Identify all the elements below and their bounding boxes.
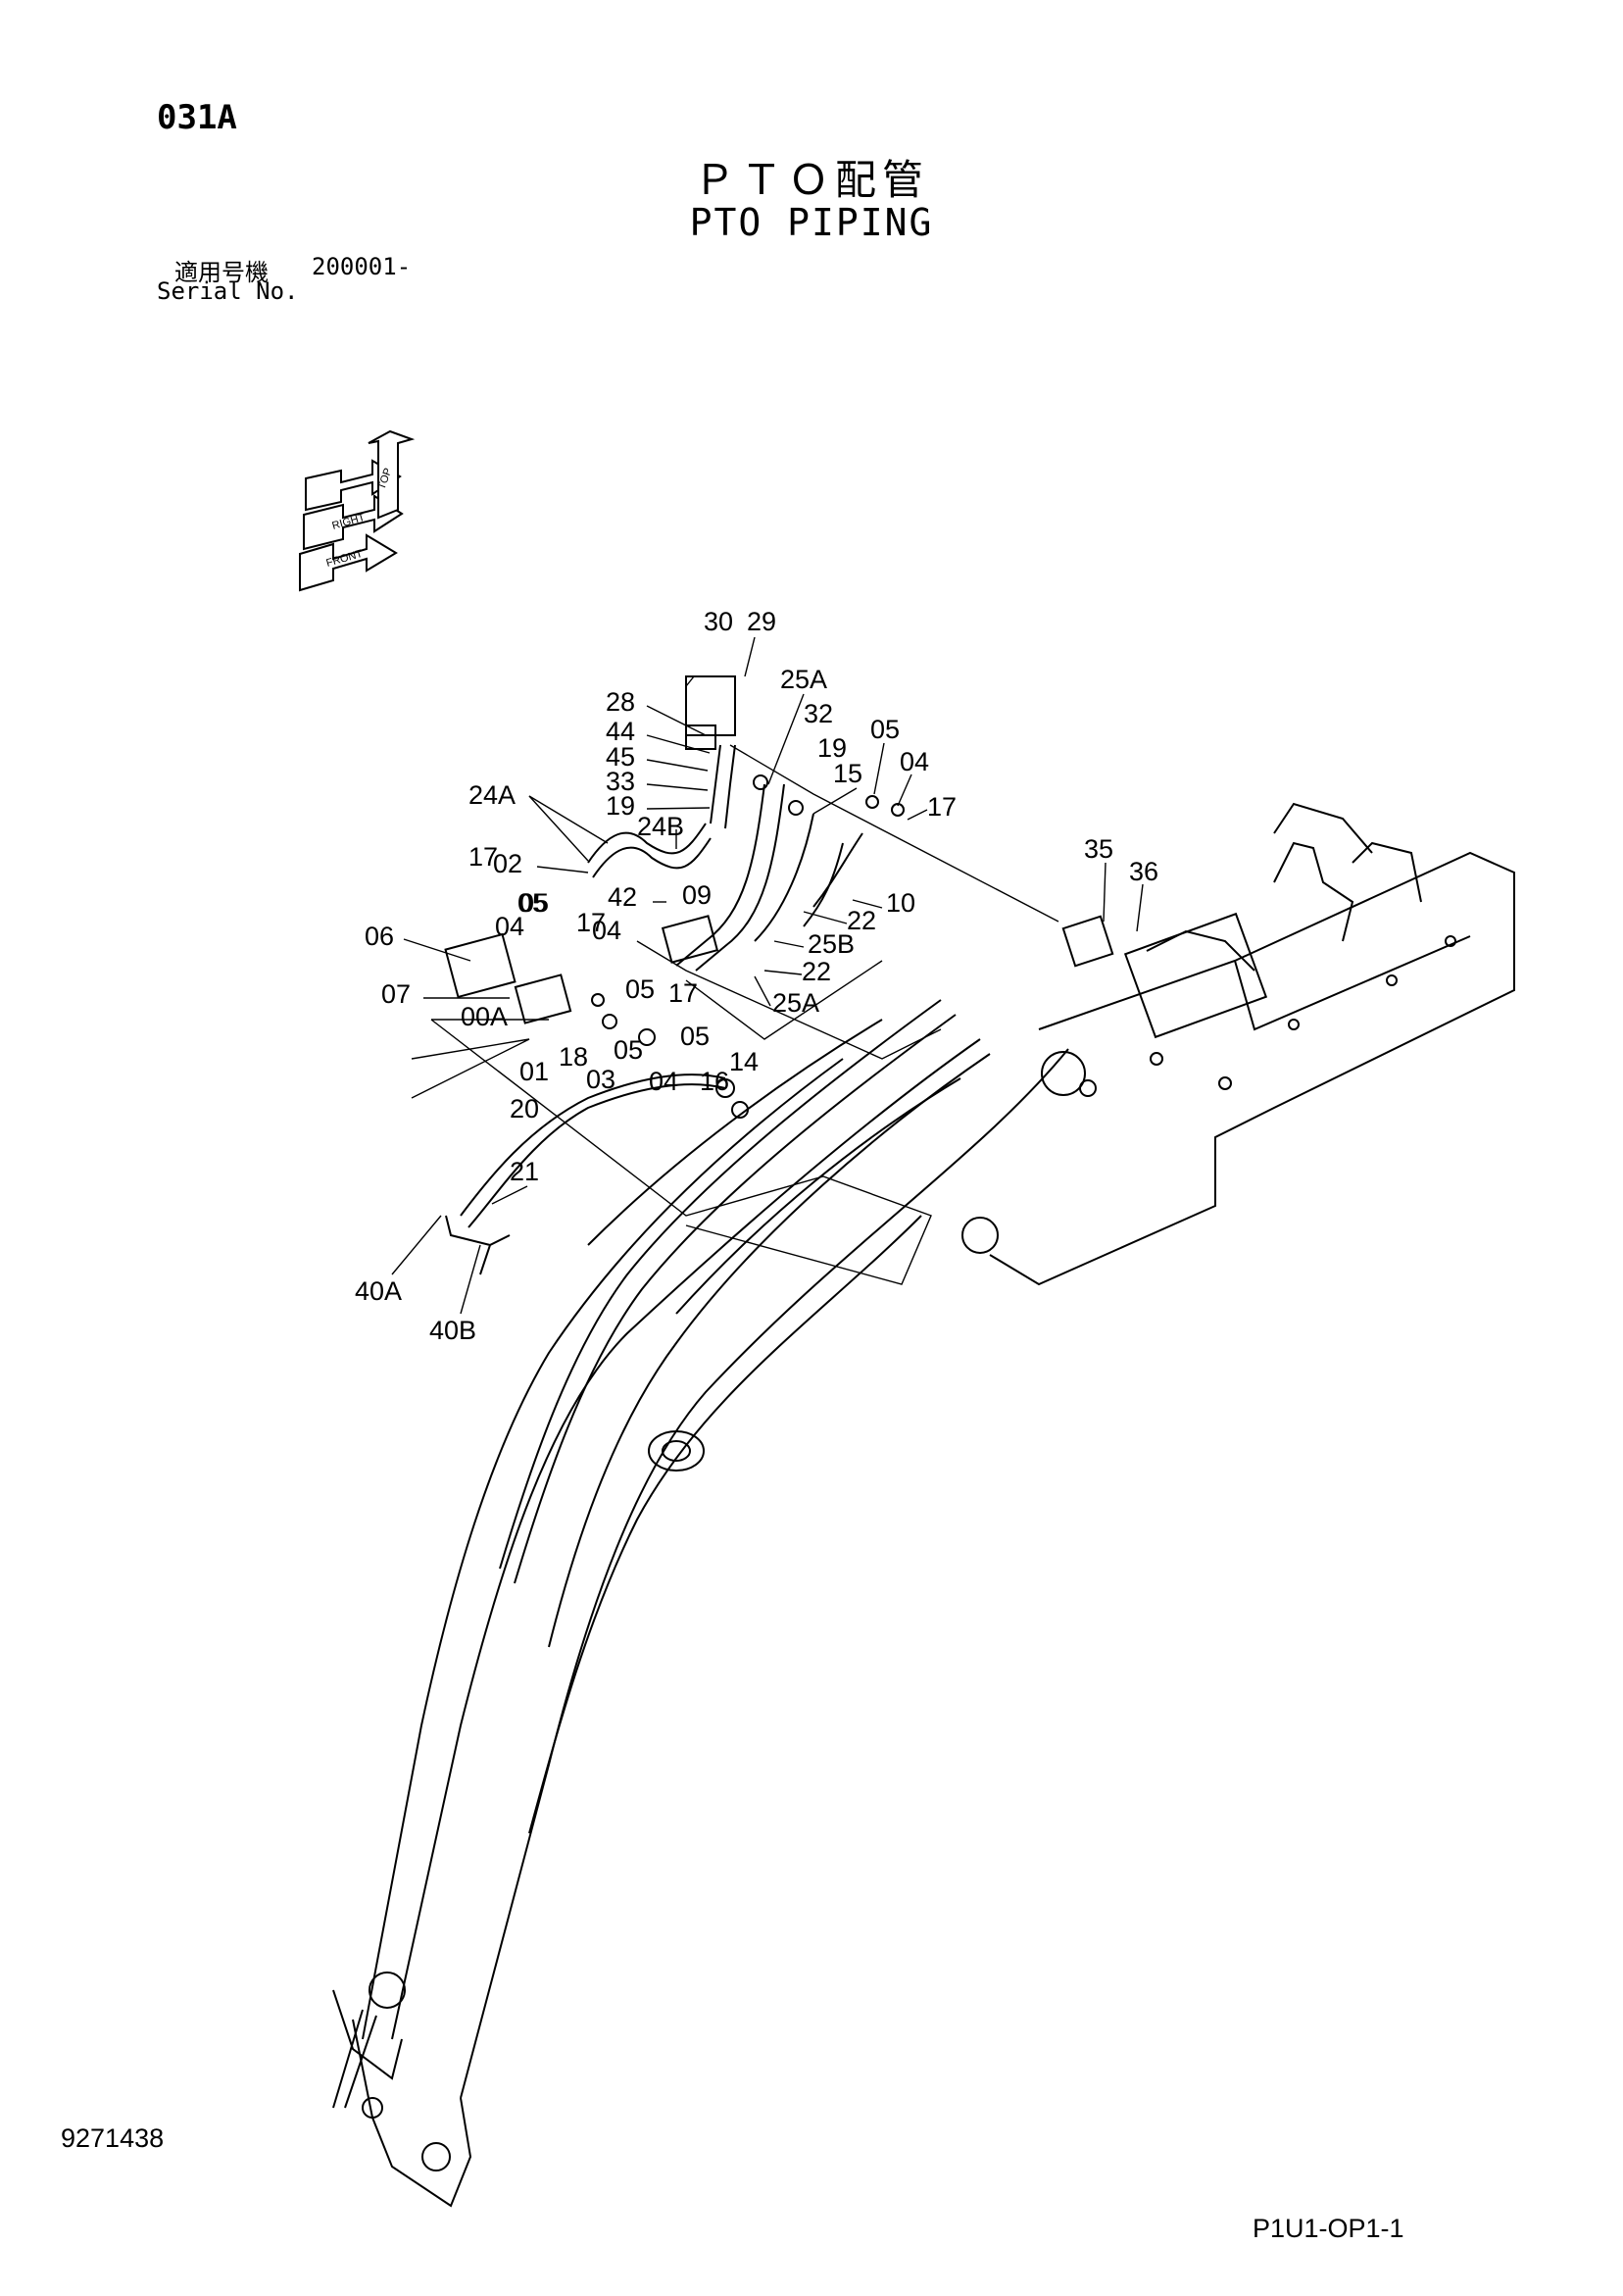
callout-label: 14	[729, 1047, 759, 1076]
callout-label: 04	[649, 1067, 678, 1096]
callout-label: 35	[1084, 834, 1113, 864]
callout-label: 24B	[637, 812, 684, 841]
callout-label: 06	[365, 922, 394, 951]
callout-label: 07	[381, 979, 411, 1009]
callout-label: 17	[468, 842, 498, 872]
callout-label: 17	[927, 792, 957, 822]
callout-label: 02	[493, 849, 522, 878]
callout-label: 05	[625, 974, 655, 1004]
callout-label: 28	[606, 687, 635, 717]
callout-label: 32	[804, 699, 833, 728]
callout-label: 17	[668, 978, 698, 1008]
callout-label: 33	[606, 767, 635, 796]
callout-label: 40A	[355, 1276, 402, 1306]
document-number: 9271438	[61, 2123, 165, 2153]
callout-label: 17	[576, 908, 606, 937]
callout-label: 25A	[780, 665, 827, 694]
callout-label: 30	[704, 607, 733, 636]
callout-label: 16	[700, 1067, 729, 1096]
callout-label: 45	[606, 742, 635, 772]
callout-label: 05	[680, 1022, 710, 1051]
callout-label: 44	[606, 717, 635, 746]
serial-number-range: 200001-	[312, 253, 412, 280]
callout-label: 05	[614, 1035, 643, 1065]
callout-label: 25A	[772, 988, 819, 1018]
callout-label: 05	[517, 888, 547, 918]
leader-lines	[391, 636, 1144, 1315]
callout-label: 04	[592, 916, 621, 945]
callout-label: 05	[870, 715, 900, 744]
callout-label: 20	[510, 1094, 539, 1123]
callout-label: 04	[900, 747, 929, 776]
orientation-icon: TOP RIGHT FRONT	[299, 429, 416, 592]
boom	[332, 1019, 1086, 2208]
upper-frame	[989, 802, 1515, 1286]
callout-label: 18	[559, 1042, 588, 1072]
callout-label: 10	[886, 888, 915, 918]
page-title-japanese: ＰＴＯ配管	[693, 156, 929, 204]
callout-label: 01	[519, 1057, 549, 1086]
page-title: PTO PIPING	[689, 201, 934, 244]
pto-piping-assembly	[444, 675, 905, 1275]
callout-label: 03	[586, 1065, 615, 1094]
reference-lines	[430, 744, 1059, 1285]
callout-label: 15	[833, 759, 862, 788]
callout-label: 04	[495, 912, 524, 941]
callouts: 30 29 25A 28 32 05 44 45 19 04 33 15 17 …	[355, 607, 1158, 1345]
callout-label: 00A	[461, 1002, 508, 1031]
callout-label: 21	[510, 1157, 539, 1186]
callout-label: 36	[1129, 857, 1158, 886]
callout-label: 25B	[808, 929, 855, 959]
boom-hoses	[499, 999, 991, 1648]
callout-label: 29	[747, 607, 776, 636]
callout-label: 19	[817, 733, 847, 763]
callout-label: 40B	[429, 1316, 476, 1345]
page-reference: P1U1-OP1-1	[1253, 2214, 1404, 2243]
callout-label: 19	[606, 791, 635, 821]
callout-label: 22	[802, 957, 831, 986]
serial-label: Serial No.	[157, 277, 299, 305]
callout-label: 22	[847, 906, 876, 935]
callout-label: 05	[519, 888, 549, 918]
callout-label: 09	[682, 880, 712, 910]
callout-label: 42	[608, 882, 637, 912]
callout-label: 24A	[468, 780, 516, 810]
serial-label-japanese: 適用号機	[174, 259, 269, 286]
page-code: 031A	[157, 98, 237, 137]
